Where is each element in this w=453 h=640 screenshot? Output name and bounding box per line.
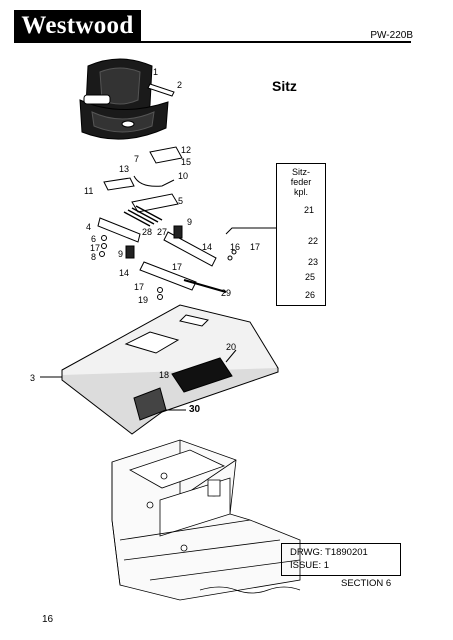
spring-assembly-label: Sitz- feder kpl. (277, 167, 325, 197)
callout-8: 8 (91, 252, 97, 262)
cover-panel (40, 304, 279, 435)
callout-18: 18 (159, 370, 170, 380)
callout-17-bottom: 17 (134, 282, 145, 292)
callout-10: 10 (178, 171, 189, 181)
callout-30: 30 (189, 404, 201, 415)
box-label-line3: kpl. (293, 187, 308, 197)
callout-5: 5 (178, 196, 184, 206)
section-title: Sitz (272, 78, 297, 94)
callout-26: 26 (305, 290, 316, 300)
callout-25: 25 (305, 272, 316, 282)
drawing-info-box: DRWG: T1890201 ISSUE: 1 (281, 543, 401, 576)
callout-27: 27 (157, 227, 168, 237)
callout-1: 1 (153, 67, 159, 77)
callout-7: 7 (134, 154, 140, 164)
drawing-issue: ISSUE: 1 (290, 560, 330, 571)
callout-29: 29 (221, 288, 232, 298)
box-label-line1: Sitz- (292, 167, 310, 177)
callout-3: 3 (30, 373, 36, 383)
spring-assembly-box: Sitz- feder kpl. (276, 163, 326, 306)
brand-logo: Westwood (14, 10, 141, 41)
page-number: 16 (42, 614, 54, 625)
header-rule (14, 41, 411, 43)
callout-28: 28 (142, 227, 153, 237)
callout-23: 23 (308, 257, 319, 267)
callout-20: 20 (226, 342, 237, 352)
callout-13: 13 (119, 164, 130, 174)
callout-17-right: 17 (250, 242, 261, 252)
callout-11: 11 (84, 186, 94, 196)
callout-22: 22 (308, 236, 319, 246)
callout-4: 4 (86, 222, 92, 232)
callout-19: 19 (138, 295, 149, 305)
callout-14-right: 14 (202, 242, 213, 252)
callout-9-upper: 9 (187, 217, 193, 227)
callout-6: 6 (91, 234, 97, 244)
box-label-line2: feder (290, 177, 312, 187)
callout-16: 16 (230, 242, 241, 252)
document-reference: PW-220B (370, 30, 413, 41)
chassis-illustration (111, 439, 301, 601)
callout-2: 2 (177, 80, 183, 90)
callout-14-left: 14 (119, 268, 130, 278)
drawing-number: DRWG: T1890201 (290, 547, 368, 558)
callout-12: 12 (181, 145, 192, 155)
section-label: SECTION 6 (341, 578, 392, 589)
callout-17-left: 17 (90, 243, 101, 253)
callout-9-lower: 9 (118, 249, 124, 259)
callout-17-middle: 17 (172, 262, 183, 272)
seat-illustration (79, 58, 169, 140)
callout-21: 21 (304, 205, 315, 215)
callout-15: 15 (181, 157, 192, 167)
